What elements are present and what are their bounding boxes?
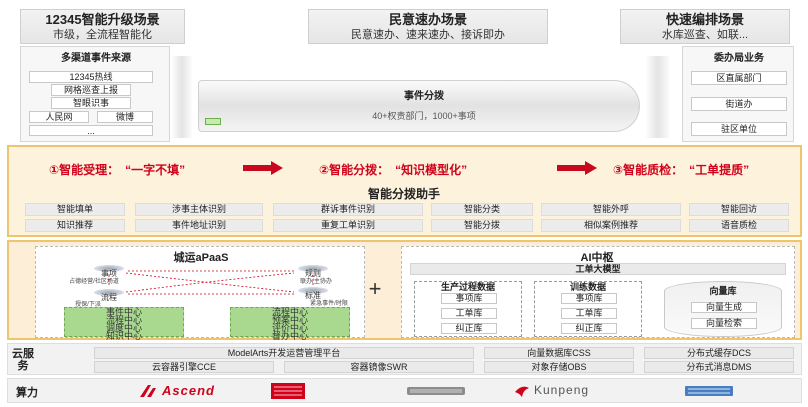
server-rack-icon [271,383,305,399]
assistant-feature: 语音质检 [689,219,789,232]
ai-hub-title: AI中枢 [580,252,614,264]
ticket-icon [205,118,221,125]
node-small-label: 紧急事件/时限 [310,301,348,307]
plus-sign: + [368,276,382,301]
assistant-feature: 智能填单 [25,203,125,216]
node-small-label: 联办/主协办 [300,279,332,285]
ai-model-bar: 工单大模型 [410,263,786,275]
dispatch-pipeline: 事件分拨 40+权责部门，1000+事项 [198,80,640,132]
train-data-item: 工单库 [561,308,617,319]
scene-header-12345: 12345智能升级场景 市级，全流程智能化 [20,9,185,44]
prod-data-box: 生产过程数据 事项库 工单库 纠正库 [414,281,522,337]
node-small-label: 占德经营/社区场道 [69,279,119,285]
source-connector [172,56,192,138]
center-stack: 事件中心 流程中心 调度中心 知识中心 [64,307,184,341]
bureau-title: 委办局业务 [714,53,764,64]
assistant-title: 智能分拨助手 [367,187,440,201]
vector-db-item: 向量检索 [691,318,757,329]
flow-connector-lines [108,270,314,295]
cloud-service-item: ModelArts开发运营管理平台 [94,347,474,359]
cloud-service-label: 云服务 [12,348,34,372]
vector-db-box: 向量库 向量生成 向量检索 [664,281,782,337]
assistant-feature: 事件地址识别 [135,219,263,232]
assistant-feature: 智能分拨 [431,219,533,232]
node-rule-icon: 规则 [298,265,328,279]
assistant-feature: 智能分类 [431,203,533,216]
platform-layer: 城运aPaaS 事项 占德经营/社区场道 流程 授保/下派 事件中心 流程中心 … [7,240,802,341]
scene-subtitle: 市级，全流程智能化 [53,29,152,41]
assistant-feature: 涉事主体识别 [135,203,263,216]
event-source-panel: 多渠道事件来源 12345热线 网格巡查上报 智眼识事 人民网 微博 ... [20,46,170,142]
vector-db-item: 向量生成 [691,302,757,313]
arrow-right-icon [243,161,283,175]
compute-layer: 算力 Ascend Kunpeng [7,378,802,403]
source-item: 12345热线 [29,71,153,83]
event-source-title: 多渠道事件来源 [61,53,131,64]
source-item: 微博 [97,111,153,123]
prod-data-item: 事项库 [441,293,497,304]
assistant-feature: 智能外呼 [541,203,681,216]
cloud-service-item: 分布式缓存DCS [644,347,794,359]
prod-data-item: 工单库 [441,308,497,319]
server-unit-icon [685,386,733,396]
cloud-service-layer: 云服务 ModelArts开发运营管理平台 向量数据库CSS 分布式缓存DCS … [7,343,802,375]
node-flow-icon: 流程 [94,289,124,303]
cloud-service-item: 云容器引擎CCE [94,361,274,373]
center-stack: 流程中心 预案中心 评价中心 督办中心 [230,307,350,341]
scene-title: 快速编排场景 [665,12,744,27]
step-dispatch-label: ②智能分拨：“知识模型化” [319,163,468,177]
ai-hub-box: AI中枢 工单大模型 生产过程数据 事项库 工单库 纠正库 训练数据 事项库 工… [401,246,795,338]
cloud-service-item: 分布式消息DMS [644,361,794,373]
train-data-box: 训练数据 事项库 工单库 纠正库 [534,281,642,337]
train-data-item: 纠正库 [561,323,617,334]
scene-header-orchestration: 快速编排场景 水库巡查、如联... [620,9,790,44]
source-item: 人民网 [29,111,89,123]
cloud-service-item: 向量数据库CSS [484,347,634,359]
bureau-item: 街道办 [691,97,787,111]
bureau-panel: 委办局业务 区直属部门 街道办 驻区单位 [682,46,794,142]
ascend-logo: Ascend [138,383,248,398]
bureau-item: 驻区单位 [691,122,787,136]
dispatch-subtitle: 40+权责部门，1000+事项 [372,111,476,121]
assistant-feature: 重复工单识别 [273,219,423,232]
node-small-label: 授保/下派 [75,302,101,308]
node-item-icon: 事项 [94,265,124,279]
train-data-item: 事项库 [561,293,617,304]
assistant-feature: 知识推荐 [25,219,125,232]
bureau-connector [646,56,670,138]
prod-data-item: 纠正库 [441,323,497,334]
scene-title: 12345智能升级场景 [45,12,160,27]
step-quality-label: ③智能质检：“工单提质” [613,163,750,177]
bureau-item: 区直属部门 [691,71,787,85]
arrow-right-icon [557,161,597,175]
dispatch-title: 事件分拨 [404,91,444,102]
node-standard-icon: 标准 [298,287,328,301]
cloud-service-item: 对象存储OBS [484,361,634,373]
assistant-feature: 相似案例推荐 [541,219,681,232]
smart-dispatch-assistant: ①智能受理：“一字不填” ②智能分拨：“知识模型化” ③智能质检：“工单提质” … [7,145,802,237]
assistant-feature: 智能回访 [689,203,789,216]
source-item: 智眼识事 [51,97,131,109]
source-item: 网格巡查上报 [51,84,131,96]
scene-header-minyi: 民意速办场景 民意速办、速来速办、接诉即办 [308,9,548,44]
scene-subtitle: 水库巡查、如联... [661,29,749,41]
source-item: ... [29,125,153,136]
paas-box: 城运aPaaS 事项 占德经营/社区场道 流程 授保/下派 事件中心 流程中心 … [35,246,365,341]
paas-title: 城运aPaaS [173,252,229,264]
scene-subtitle: 民意速办、速来速办、接诉即办 [351,29,505,41]
cloud-service-item: 容器镜像SWR [284,361,474,373]
assistant-feature: 群诉事件识别 [273,203,423,216]
compute-label: 算力 [16,387,38,399]
scene-title: 民意速办场景 [388,12,467,27]
server-blade-icon [407,387,465,395]
step-intake-label: ①智能受理：“一字不填” [49,163,186,177]
kunpeng-logo: Kunpeng [514,383,624,399]
